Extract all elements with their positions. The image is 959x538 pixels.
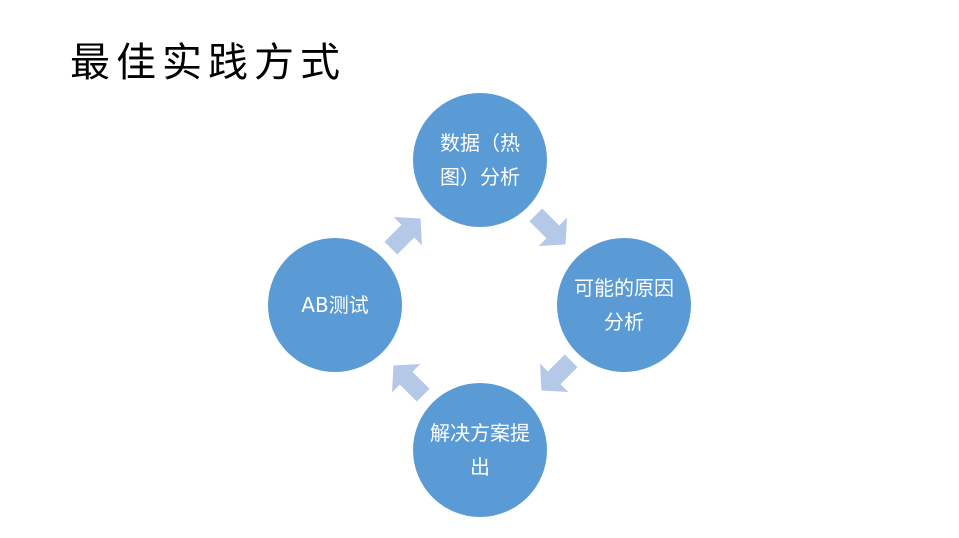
cycle-node-label: AB测试 [301, 293, 369, 317]
cycle-node-solution: 解决方案提出 [413, 383, 547, 517]
arrow-bottom-to-left [392, 364, 430, 402]
arrow-top-to-right [529, 208, 567, 246]
slide-title: 最佳实践方式 [70, 40, 346, 86]
cycle-node-label: 可能的原因分析 [574, 276, 674, 334]
cycle-node-cause-analysis: 可能的原因分析 [557, 238, 691, 372]
cycle-node-label: 数据（热图）分析 [440, 131, 520, 189]
cycle-node-ab-testing: AB测试 [268, 238, 402, 372]
cycle-node-label: 解决方案提出 [430, 421, 530, 479]
arrow-right-to-bottom [540, 354, 578, 392]
arrow-left-to-top [384, 217, 422, 255]
cycle-node-data-analysis: 数据（热图）分析 [413, 93, 547, 227]
